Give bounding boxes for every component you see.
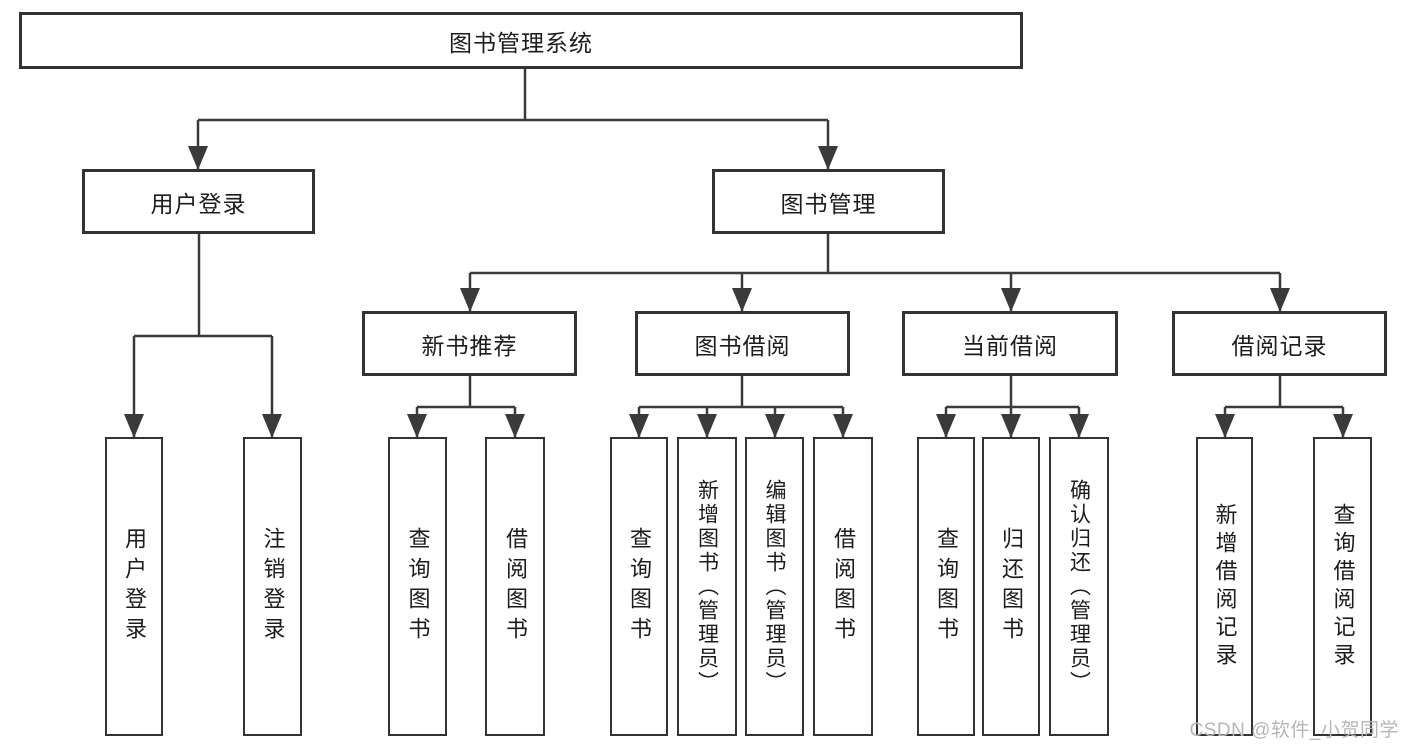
node-user-login-label: 用户登录 xyxy=(150,190,247,217)
node-new-book-recommend-label: 新书推荐 xyxy=(421,332,518,359)
leaf-edit-books-admin: 编辑图书（管理员） xyxy=(745,437,804,736)
leaf-edit-books-admin-label: 编辑图书（管理员） xyxy=(763,478,786,695)
leaf-query-books-current: 查询图书 xyxy=(917,437,975,736)
edge-new-book-spine xyxy=(417,376,515,409)
edge-user-login-spine xyxy=(134,233,272,338)
leaf-query-books-recommend-label: 查询图书 xyxy=(405,526,431,647)
leaf-borrow-books-label: 借阅图书 xyxy=(831,526,856,647)
edge-records-spine xyxy=(1225,376,1343,409)
node-current-borrow: 当前借阅 xyxy=(902,311,1118,376)
node-new-book-recommend: 新书推荐 xyxy=(362,311,577,376)
leaf-add-books-admin-label: 新增图书（管理员） xyxy=(695,478,719,695)
edge-cur-borrow-spine xyxy=(946,376,1079,409)
leaf-query-borrow-record-label: 查询借阅记录 xyxy=(1330,502,1356,671)
leaf-query-books-borrow: 查询图书 xyxy=(610,437,668,736)
node-root: 图书管理系统 xyxy=(19,12,1023,69)
node-book-borrow: 图书借阅 xyxy=(635,311,850,376)
node-borrow-records-label: 借阅记录 xyxy=(1231,332,1328,359)
leaf-logout-label: 注销登录 xyxy=(260,526,286,647)
node-root-label: 图书管理系统 xyxy=(449,29,593,56)
leaf-user-login-label: 用户登录 xyxy=(122,526,147,647)
edge-book-borrow-spine xyxy=(639,376,843,409)
leaf-return-books-label: 归还图书 xyxy=(999,526,1024,647)
leaf-return-books: 归还图书 xyxy=(982,437,1040,736)
leaf-add-borrow-record: 新增借阅记录 xyxy=(1196,437,1253,736)
leaf-confirm-return-admin-label: 确认归还（管理员） xyxy=(1067,478,1091,695)
leaf-user-login: 用户登录 xyxy=(105,437,163,736)
leaf-add-borrow-record-label: 新增借阅记录 xyxy=(1212,502,1238,671)
node-user-login: 用户登录 xyxy=(82,169,315,234)
node-current-borrow-label: 当前借阅 xyxy=(962,332,1058,359)
leaf-query-books-borrow-label: 查询图书 xyxy=(627,526,652,647)
node-book-management: 图书管理 xyxy=(712,169,945,234)
node-book-borrow-label: 图书借阅 xyxy=(694,332,791,359)
leaf-borrow-books-recommend-label: 借阅图书 xyxy=(503,526,528,647)
leaf-query-books-recommend: 查询图书 xyxy=(388,437,447,736)
leaf-borrow-books-recommend: 借阅图书 xyxy=(485,437,545,736)
csdn-watermark: CSDN @软件_小贺同学 xyxy=(1189,720,1399,741)
edge-root-spine xyxy=(198,68,828,122)
node-book-management-label: 图书管理 xyxy=(780,190,877,217)
node-borrow-records: 借阅记录 xyxy=(1172,311,1387,376)
leaf-query-borrow-record: 查询借阅记录 xyxy=(1313,437,1372,736)
leaf-confirm-return-admin: 确认归还（管理员） xyxy=(1049,437,1109,736)
leaf-logout: 注销登录 xyxy=(243,437,302,736)
leaf-add-books-admin: 新增图书（管理员） xyxy=(677,437,737,736)
edge-book-mgmt-spine xyxy=(470,233,1280,275)
leaf-query-books-current-label: 查询图书 xyxy=(934,526,959,647)
leaf-borrow-books: 借阅图书 xyxy=(813,437,873,736)
